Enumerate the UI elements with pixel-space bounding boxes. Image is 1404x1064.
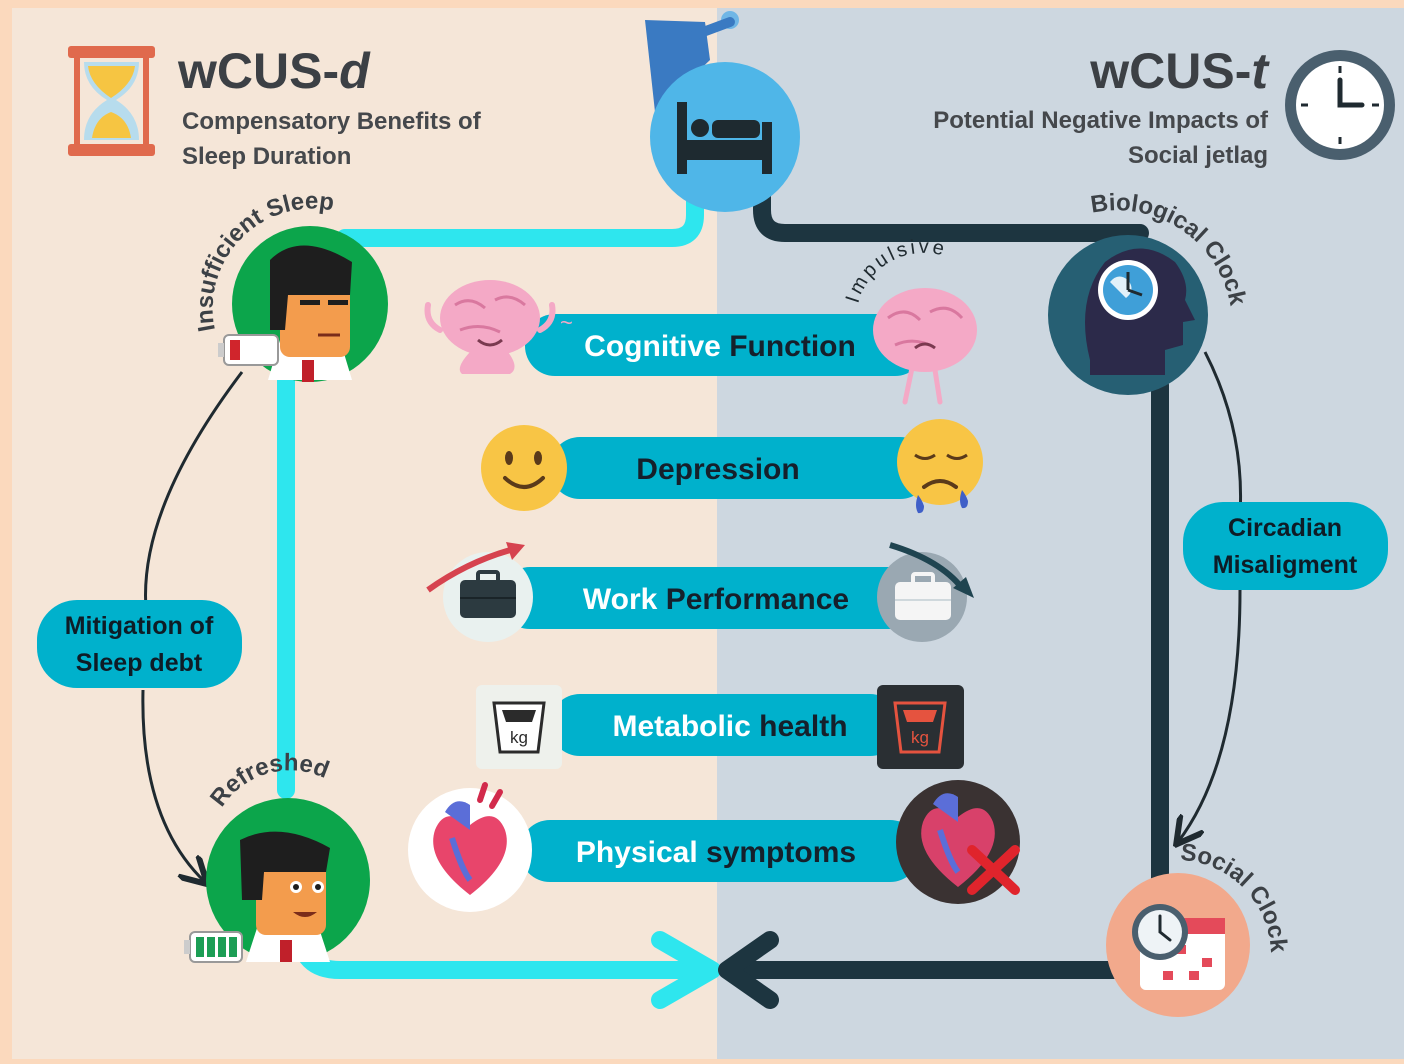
circadian-line1: Circadian [1228,514,1342,542]
circadian-arrow-top [1203,351,1243,516]
happy-brain-icon [424,280,556,374]
cognitive-function-label: Cognitive Function [584,330,856,363]
biological-clock-head-icon [1048,235,1208,395]
briefcase-down-icon [877,542,974,642]
bed-icon [645,11,800,212]
depression-bar [550,437,930,499]
circadian-line2: Misaligment [1213,551,1358,579]
scale-dark-icon: kg [877,685,964,769]
physical-symptoms-bar [520,820,920,882]
depression-label: Depression [636,453,799,486]
mitigation-arrow-bottom [141,689,205,882]
smiley-face-icon [481,425,567,511]
metabolic-health-label: Metabolic health [612,710,847,743]
mitigation-arrow-top [144,371,244,626]
social-clock-calendar-icon [1106,873,1250,1017]
right-subtitle-line2: Social jetlag [1128,142,1268,169]
scale-light-kg: kg [510,728,528,747]
right-subtitle-line1: Potential Negative Impacts of [933,107,1269,134]
left-title: wCUS-d [177,43,371,99]
battery-full-icon [184,931,243,963]
work-performance-bar [500,567,920,629]
refreshed-person-icon [206,798,370,962]
physical-symptoms-label: Physical symptoms [576,836,856,869]
left-subtitle-line2: Sleep Duration [182,143,351,170]
mitigation-line1: Mitigation of [65,612,214,640]
right-title: wCUS-t [1089,43,1270,99]
scale-dark-kg: kg [911,728,929,747]
circadian-misalignment-pill: Circadian Misaligment [1183,502,1388,590]
heart-icon [408,782,532,912]
clock-icon [1285,50,1395,160]
dark-flow-path [718,181,1169,1009]
heart-crossed-icon [896,780,1020,904]
left-subtitle-line1: Compensatory Benefits of [182,108,482,135]
briefcase-up-icon [426,542,533,642]
metabolic-health-bar [550,694,900,756]
battery-low-icon [218,334,279,366]
circadian-arrow-bottom [1178,589,1242,842]
sad-brain-icon [873,288,977,405]
brain-arm-glyph: ~ [560,310,573,335]
work-performance-label: Work Performance [583,583,849,616]
crying-face-icon [897,419,983,514]
mitigation-of-sleep-debt-pill: Mitigation of Sleep debt [37,600,242,688]
mitigation-line2: Sleep debt [76,649,203,677]
scale-light-icon: kg [476,685,562,769]
cognitive-function-bar [525,314,925,376]
hourglass-icon [68,46,155,156]
